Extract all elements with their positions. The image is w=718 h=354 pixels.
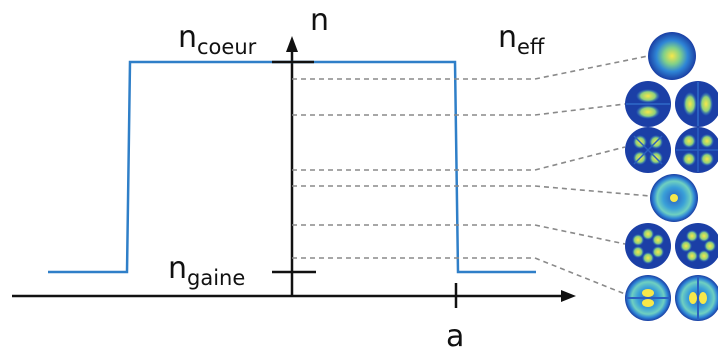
mode-lp11a-icon (625, 81, 671, 127)
mode-patterns (625, 32, 718, 321)
mode-lp31b-icon (675, 223, 718, 269)
mode-lp11b-icon (675, 81, 718, 127)
x-axis-arrow (561, 290, 576, 302)
mode-lp12b-icon (675, 275, 718, 321)
mode-lp31a-icon (625, 223, 671, 269)
a-label: a (446, 319, 464, 354)
mode-lp21b-icon (675, 127, 718, 173)
mode-lp01-icon (648, 32, 696, 80)
n-gaine-label: ngaine (168, 251, 245, 290)
n-axis-label: n (310, 3, 329, 38)
y-axis-arrow (286, 36, 298, 52)
mode-lp12a-icon (625, 275, 671, 321)
neff-dashed-lines (292, 55, 651, 295)
mode-lp02-icon (650, 174, 698, 222)
mode-lp21a-icon (625, 127, 671, 173)
n-eff-label: neff (498, 20, 545, 59)
n-coeur-label: ncoeur (178, 20, 257, 59)
